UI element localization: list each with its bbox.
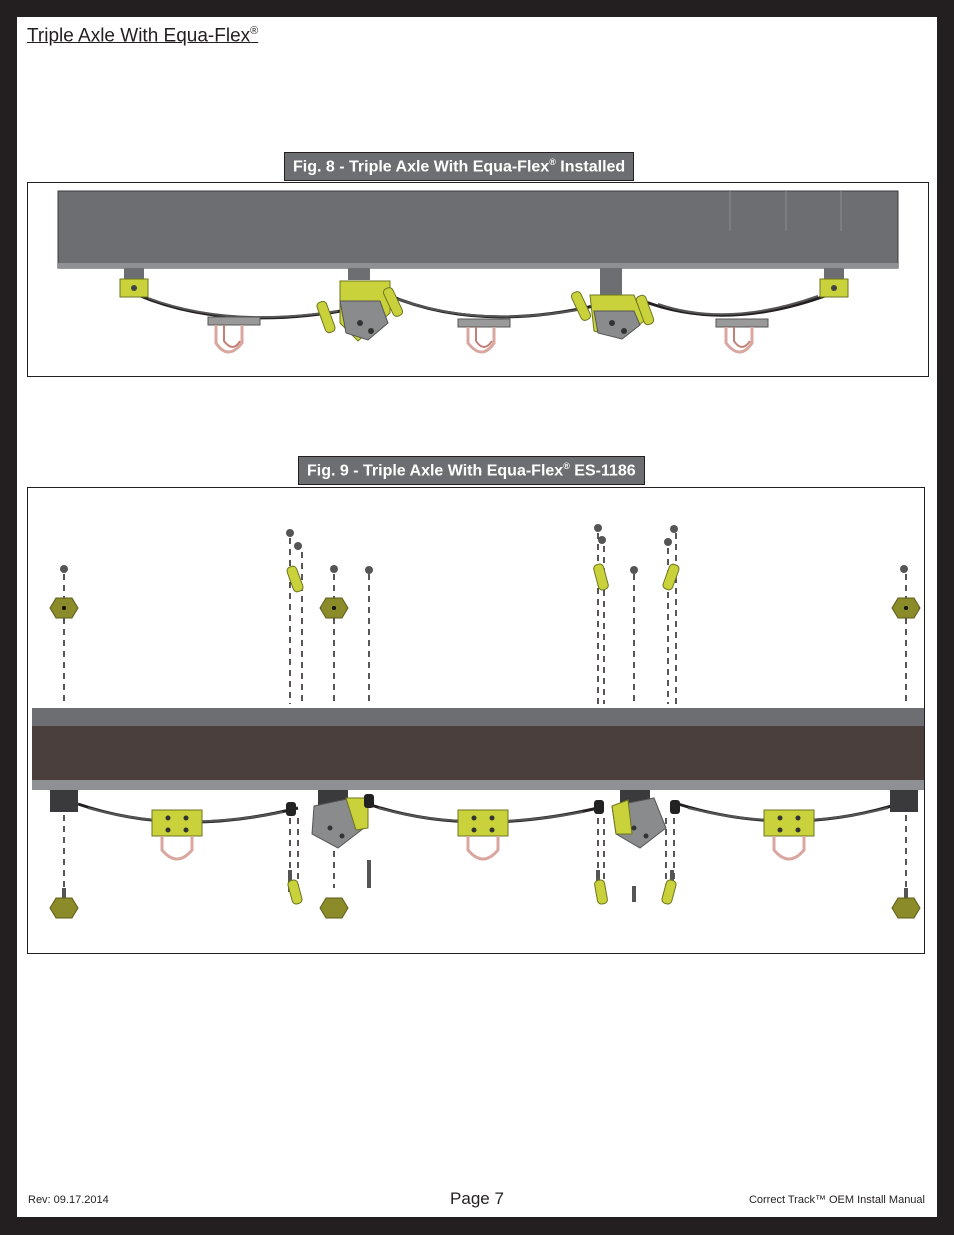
bottom-shackle-links [287,879,677,905]
equalizer-assembly-1 [316,268,404,342]
fig9-exploded-drawing [32,524,924,919]
leaf-springs [137,291,834,320]
exploded-rear-hanger [890,790,918,812]
top-shackle-links [286,563,680,593]
manual-title: Correct Track™ OEM Install Manual [748,1194,925,1206]
top-nuts [60,524,908,574]
fig8-caption: Fig. 8 - Triple Axle With Equa-Flex® Ins… [284,152,635,182]
top-washer-holes [62,606,908,610]
rear-hanger [819,268,849,298]
page-number: Page 7 [450,1189,504,1208]
bottom-washers [49,897,921,919]
revision-date: Rev: 09.17.2014 [28,1194,109,1206]
equalizer-assembly-2 [570,268,655,340]
top-washers [49,597,921,619]
exploded-ubolt-3 [763,809,815,861]
frame-rail-flange [58,263,898,268]
exploded-ubolt-2 [457,809,509,861]
frame-rail [57,190,899,269]
exploded-equalizer-2 [594,790,680,849]
exploded-front-hanger [50,790,78,812]
exploded-ubolt-1 [151,809,203,861]
fig8-suspension-drawing [57,190,899,354]
manual-page: Triple Axle With Equa-Flex® Fig. 8 - Tri… [17,17,937,1217]
ubolt-axle-3 [715,318,769,354]
fig9-caption: Fig. 9 - Triple Axle With Equa-Flex® ES-… [298,456,645,486]
ubolt-axle-2 [457,318,511,354]
fig9-illustration [27,487,925,954]
page-title: Triple Axle With Equa-Flex® [27,25,259,47]
exploded-equalizer-1 [286,790,374,849]
fig8-illustration [27,182,929,377]
ubolt-axle-1 [207,316,261,354]
front-hanger [119,268,149,298]
bottom-bolts [62,860,908,902]
